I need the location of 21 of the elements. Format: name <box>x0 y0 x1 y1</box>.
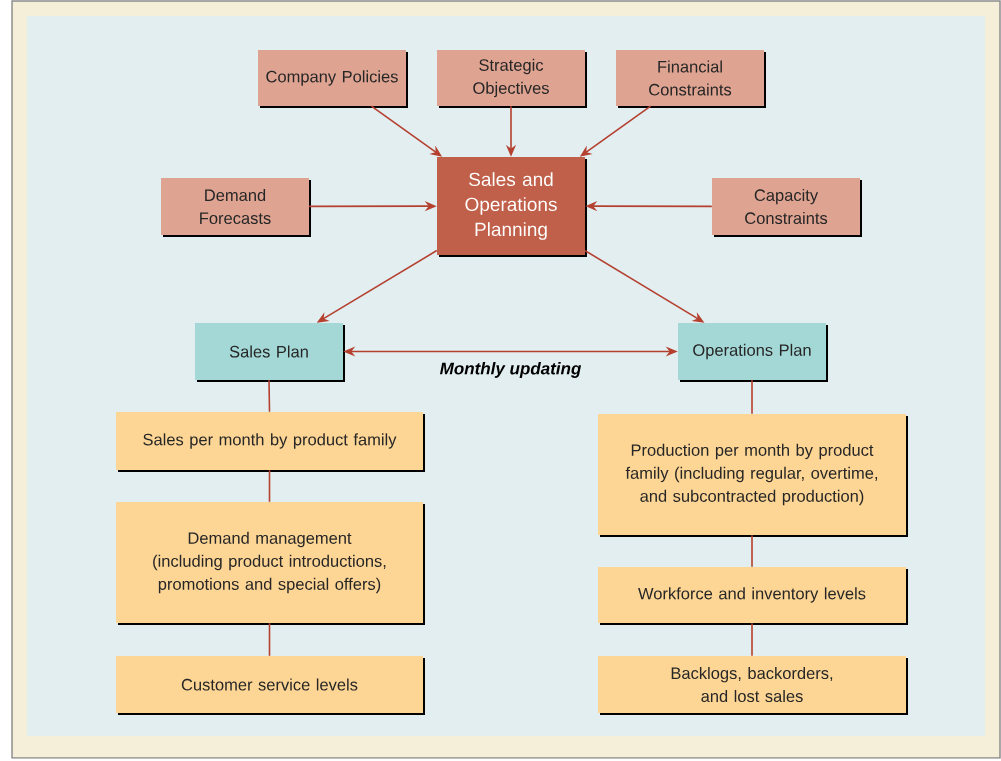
edge-label: Monthly updating <box>440 362 582 378</box>
connector-line <box>751 622 753 657</box>
connector-line <box>751 379 753 415</box>
connector-line <box>751 534 753 568</box>
detail-box: Production per month by product family (including regular, overtime, and subcontracted production) <box>598 414 908 537</box>
connector-line <box>268 379 271 413</box>
detail-box: Backlogs, backorders, and lost sales <box>598 656 908 715</box>
input-box: Capacity Constraints <box>712 178 862 237</box>
input-box: Financial Constraints <box>616 50 766 108</box>
connector-line <box>268 469 271 503</box>
planning-box: Sales and Operations Planning <box>437 157 587 257</box>
input-box: Company Policies <box>258 50 408 108</box>
detail-box: Demand management (including product introductions, promotions and special offers) <box>116 502 425 625</box>
detail-box: Customer service levels <box>116 656 425 715</box>
detail-box: Sales per month by product family <box>116 412 425 472</box>
detail-box: Workforce and inventory levels <box>598 567 908 625</box>
connector-line <box>268 622 271 657</box>
plan-box: Sales Plan <box>195 323 345 382</box>
input-box: Demand Forecasts <box>161 178 311 237</box>
input-box: Strategic Objectives <box>437 50 587 108</box>
plan-box: Operations Plan <box>678 323 828 382</box>
